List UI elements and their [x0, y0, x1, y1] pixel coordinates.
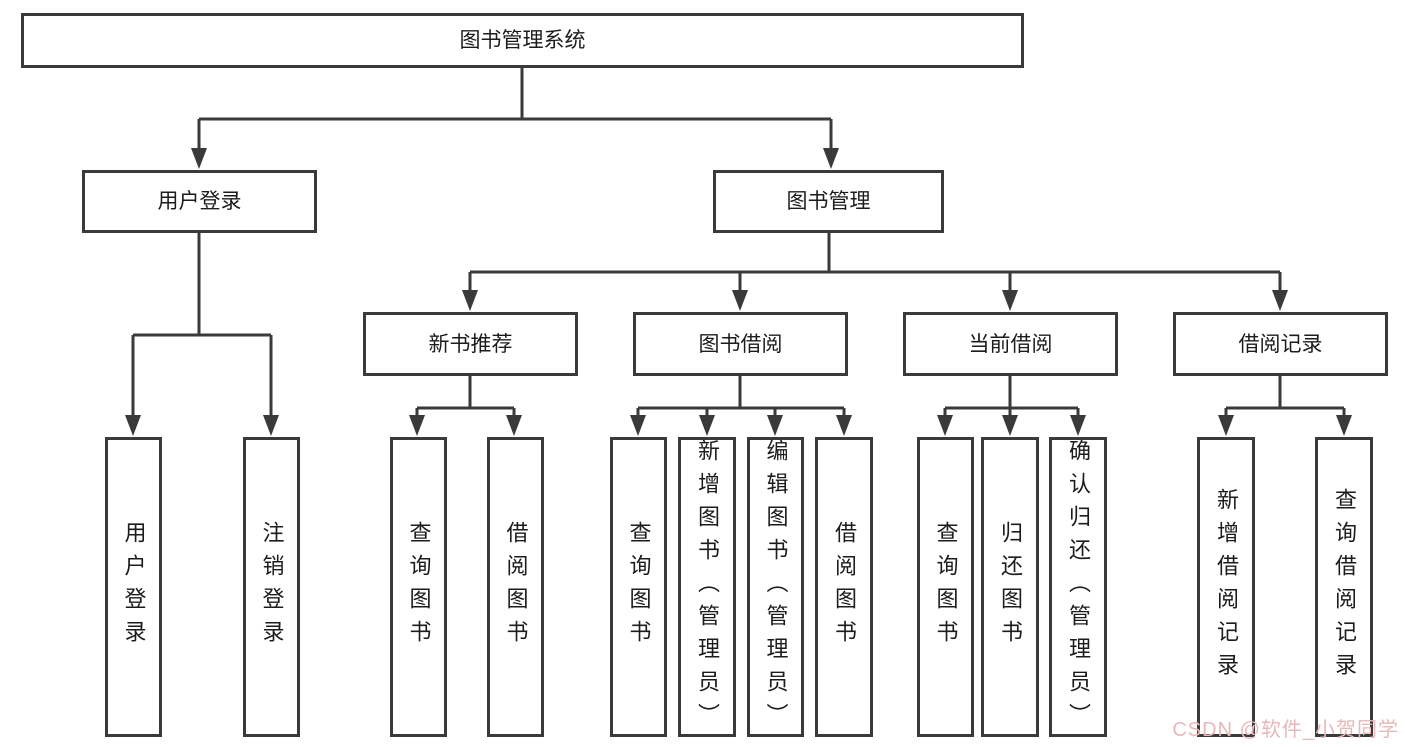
leaf-return-books-label: 归还图书 [998, 521, 1023, 653]
leaf-query-books-recommend-label: 查询图书 [406, 521, 432, 653]
connector-current-to-leaves [943, 376, 1080, 419]
leaf-query-books-recommend: 查询图书 [390, 437, 447, 737]
connector-borrow-to-leaves [636, 376, 846, 419]
leaf-borrow-books-recommend: 借阅图书 [487, 437, 544, 737]
leaf-add-borrow-record: 新增借阅记录 [1197, 437, 1255, 737]
connector-records-to-leaves [1224, 376, 1346, 419]
leaf-borrow-books: 借阅图书 [815, 437, 873, 737]
leaf-edit-books-admin: 编辑图书（管理员） [747, 437, 804, 737]
connector-bookmgmt-to-level3 [468, 233, 1282, 294]
leaf-user-login-label: 用户登录 [121, 521, 147, 653]
node-current-borrowing-label: 当前借阅 [968, 332, 1053, 356]
leaf-borrow-books-label: 借阅图书 [832, 521, 857, 653]
leaf-logout-label: 注销登录 [259, 521, 285, 653]
node-root-label: 图书管理系统 [459, 29, 586, 52]
connector-newbook-to-leaves [415, 376, 516, 419]
leaf-query-books-current-label: 查询图书 [933, 521, 959, 653]
leaf-add-books-admin: 新增图书（管理员） [678, 437, 736, 737]
arrowheads [125, 148, 1352, 436]
node-borrowing-records: 借阅记录 [1173, 312, 1388, 376]
leaf-user-login: 用户登录 [105, 437, 162, 737]
leaf-confirm-return-admin-label: 确认归还（管理员） [1066, 438, 1091, 736]
leaf-add-borrow-record-label: 新增借阅记录 [1214, 488, 1239, 686]
node-current-borrowing: 当前借阅 [903, 312, 1118, 376]
node-book-borrowing: 图书借阅 [633, 312, 848, 376]
leaf-query-books-borrowing: 查询图书 [610, 437, 667, 737]
leaf-query-borrow-record-label: 查询借阅记录 [1332, 488, 1357, 686]
node-user-login: 用户登录 [82, 170, 317, 233]
node-new-book-recommend: 新书推荐 [363, 312, 578, 376]
leaf-query-books-borrowing-label: 查询图书 [626, 521, 652, 653]
leaf-query-books-current: 查询图书 [917, 437, 974, 737]
leaf-logout: 注销登录 [243, 437, 300, 737]
leaf-borrow-books-recommend-label: 借阅图书 [503, 521, 529, 653]
leaf-query-borrow-record: 查询借阅记录 [1315, 437, 1373, 737]
node-root: 图书管理系统 [21, 13, 1024, 68]
leaf-confirm-return-admin: 确认归还（管理员） [1049, 437, 1107, 737]
leaf-return-books: 归还图书 [981, 437, 1039, 737]
watermark-text: CSDN @软件_小贺同学 [1172, 719, 1399, 741]
node-book-borrowing-label: 图书借阅 [698, 332, 783, 356]
node-borrowing-records-label: 借阅记录 [1238, 332, 1323, 356]
leaf-add-books-admin-label: 新增图书（管理员） [695, 438, 720, 736]
node-user-login-label: 用户登录 [157, 190, 242, 213]
connector-root-to-level2 [197, 68, 833, 152]
leaf-edit-books-admin-label: 编辑图书（管理员） [763, 438, 789, 736]
node-new-book-recommend-label: 新书推荐 [428, 332, 513, 356]
node-book-management: 图书管理 [713, 170, 944, 233]
node-book-management-label: 图书管理 [786, 190, 871, 213]
connector-userlogin-to-leaves [131, 233, 273, 419]
